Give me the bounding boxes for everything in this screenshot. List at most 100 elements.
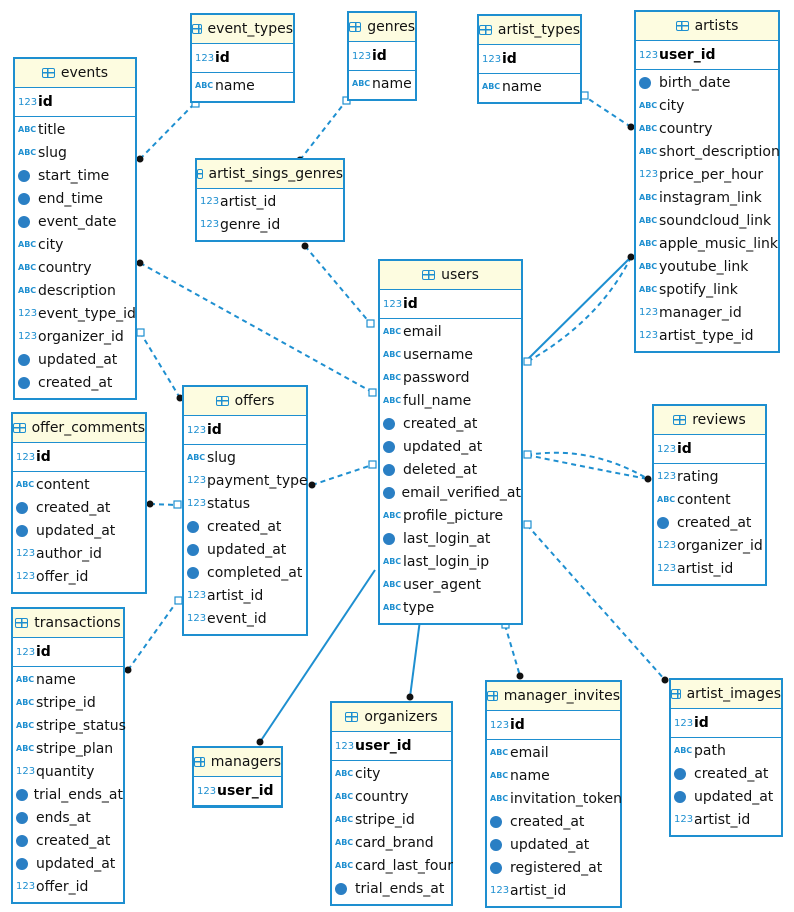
table-header[interactable]: events (15, 59, 135, 88)
table-header[interactable]: users (380, 261, 521, 290)
column-row[interactable]: created_at (487, 810, 620, 833)
column-row[interactable]: event_date (15, 210, 135, 233)
table-header[interactable]: organizers (332, 703, 451, 732)
table-header[interactable]: manager_invites (487, 682, 620, 711)
table-header[interactable]: artists (636, 12, 778, 41)
table-header[interactable]: genres (349, 13, 415, 42)
column-row[interactable]: updated_at (15, 348, 135, 371)
column-row[interactable]: created_at (654, 511, 765, 534)
column-row[interactable]: deleted_at (380, 458, 521, 481)
column-row[interactable]: updated_at (184, 538, 306, 561)
column-row[interactable]: created_at (15, 371, 135, 394)
table-header[interactable]: artist_sings_genres (197, 160, 343, 189)
column-row[interactable]: updated_at (13, 519, 145, 542)
column-row[interactable]: created_at (671, 762, 781, 785)
column-row[interactable]: updated_at (671, 785, 781, 808)
column-row[interactable]: trial_ends_at (332, 877, 451, 900)
column-row[interactable]: created_at (380, 412, 521, 435)
column-row[interactable]: birth_date (636, 71, 778, 94)
column-row[interactable]: completed_at (184, 561, 306, 584)
column-row[interactable]: last_login_at (380, 527, 521, 550)
table-header[interactable]: event_types (192, 15, 293, 44)
column-row[interactable]: start_time (15, 164, 135, 187)
table-header[interactable]: offer_comments (13, 414, 145, 443)
column-row[interactable]: trial_ends_at (13, 783, 123, 806)
table-header[interactable]: managers (194, 748, 281, 777)
column-row[interactable]: email_verified_at (380, 481, 521, 504)
column-row[interactable]: ends_at (13, 806, 123, 829)
column-row[interactable]: updated_at (487, 833, 620, 856)
column-row[interactable]: created_at (13, 829, 123, 852)
table-header[interactable]: offers (184, 387, 306, 416)
column-row[interactable]: registered_at (487, 856, 620, 879)
